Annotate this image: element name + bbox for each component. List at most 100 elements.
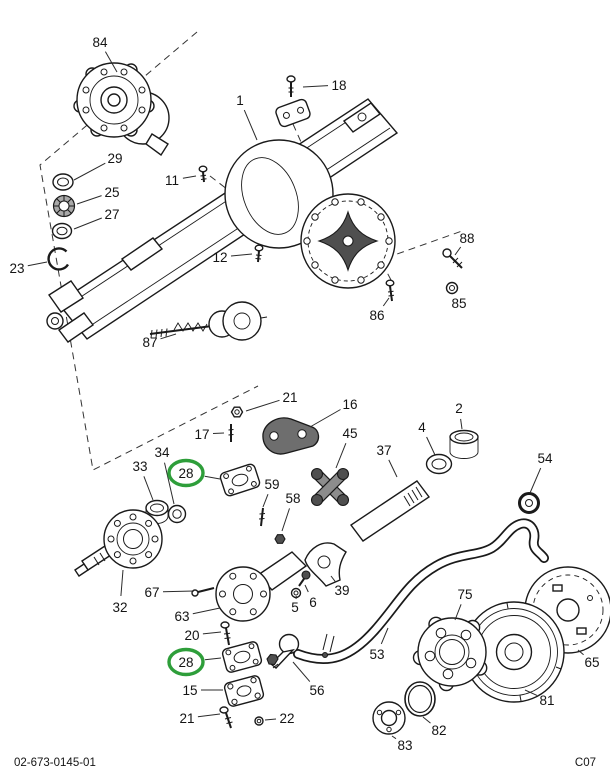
leader-line-87 <box>160 333 177 340</box>
leader-line-6 <box>304 584 309 593</box>
part-label-21: 21 <box>179 711 194 726</box>
leader-line-54 <box>529 467 542 494</box>
leader-line-63 <box>192 607 221 615</box>
part-label-53: 53 <box>369 647 384 662</box>
leader-line-53 <box>380 627 389 645</box>
part-label-18: 18 <box>331 78 346 93</box>
page-code: C07 <box>575 757 596 769</box>
part-4-bearing-ring <box>425 453 453 475</box>
part-label-85: 85 <box>451 296 466 311</box>
leader-line-65 <box>577 649 584 656</box>
part-label-39: 39 <box>334 583 349 598</box>
part-label-16: 16 <box>342 397 357 412</box>
leader-line-37 <box>388 459 398 478</box>
part-label-33: 33 <box>132 459 147 474</box>
leader-line-23 <box>27 261 48 267</box>
leader-line-2 <box>460 418 463 430</box>
part-87-actuator <box>149 301 268 341</box>
part-32-hub-shaft <box>74 509 163 577</box>
part-33-bushing <box>145 499 169 524</box>
leader-line-21 <box>245 399 280 412</box>
leader-line-56 <box>292 661 311 682</box>
leader-line-28 <box>204 657 222 661</box>
part-21-bolt-lower <box>219 706 233 729</box>
part-label-58: 58 <box>285 491 300 506</box>
leader-line-29 <box>73 162 106 181</box>
leader-line-82 <box>422 716 431 724</box>
part-25-bearing <box>52 194 76 218</box>
leader-line-22 <box>264 718 277 721</box>
leader-line-33 <box>143 476 154 501</box>
part-label-23: 23 <box>9 261 24 276</box>
part-label-37: 37 <box>376 443 391 458</box>
part-label-65: 65 <box>584 655 599 670</box>
part-39-yoke <box>304 542 347 587</box>
leader-line-17 <box>212 432 225 434</box>
leader-line-20 <box>202 631 222 635</box>
part-56-tie-rod-end <box>266 633 300 669</box>
part-label-11: 11 <box>165 173 179 188</box>
part-label-32: 32 <box>112 600 127 615</box>
leader-line-39 <box>330 575 336 582</box>
part-label-34: 34 <box>154 445 170 460</box>
part-1-axle-housing <box>46 98 399 343</box>
part-label-84: 84 <box>92 35 108 50</box>
leader-line-4 <box>426 436 436 456</box>
part-label-27: 27 <box>104 207 119 222</box>
part-label-15: 15 <box>182 683 197 698</box>
leader-line-83 <box>391 735 397 740</box>
part-82-o-ring <box>404 681 436 717</box>
part-label-29: 29 <box>107 151 122 166</box>
part-label-22: 22 <box>279 711 294 726</box>
part-34-washer <box>167 504 187 524</box>
leader-line-88 <box>454 246 462 256</box>
leader-line-32 <box>120 569 124 597</box>
part-20-bolt <box>220 621 231 646</box>
leader-line-21 <box>197 713 221 718</box>
leader-line-25 <box>76 195 102 205</box>
highlight-circle-28 <box>167 458 205 488</box>
part-label-2: 2 <box>455 401 463 416</box>
part-label-54: 54 <box>537 451 553 466</box>
leader-line-45 <box>335 443 347 469</box>
part-88-bolt <box>442 248 463 269</box>
part-label-20: 20 <box>184 628 199 643</box>
part-16-steering-arm <box>262 417 320 455</box>
leader-line-28 <box>204 475 221 480</box>
part-label-17: 17 <box>194 427 209 442</box>
part-label-67: 67 <box>144 585 159 600</box>
part-28-gasket-upper <box>219 463 261 497</box>
leader-line-75 <box>454 604 462 621</box>
part-22-plug <box>254 716 264 726</box>
part-11-bolt <box>198 165 208 183</box>
part-45-u-joint <box>310 467 350 507</box>
part-label-25: 25 <box>104 185 119 200</box>
part-85-washer <box>445 281 459 295</box>
highlight-circle-28 <box>167 647 205 677</box>
part-81-brake-drum <box>463 601 565 703</box>
leader-line-59 <box>262 494 269 508</box>
part-label-59: 59 <box>264 477 279 492</box>
leader-line-86 <box>382 297 390 307</box>
part-75-hub-flange <box>412 616 488 692</box>
part-label-86: 86 <box>369 308 384 323</box>
part-12-bolt <box>254 244 264 263</box>
part-54-nut <box>518 492 540 514</box>
part-15-gasket <box>223 675 265 707</box>
leader-line-16 <box>309 409 341 428</box>
leader-line-81 <box>524 689 538 696</box>
part-label-4: 4 <box>418 420 426 435</box>
part-28-gasket-lower <box>221 641 263 673</box>
part-67-stud <box>191 587 215 597</box>
part-27-washer <box>51 222 73 240</box>
leader-line-12 <box>230 253 253 257</box>
part-label-75: 75 <box>457 587 472 602</box>
leader-line-1 <box>243 109 258 141</box>
part-6-stud <box>298 570 311 587</box>
part-label-28: 28 <box>178 466 193 481</box>
part-84-carrier <box>73 62 170 157</box>
part-59-stud <box>258 507 266 527</box>
